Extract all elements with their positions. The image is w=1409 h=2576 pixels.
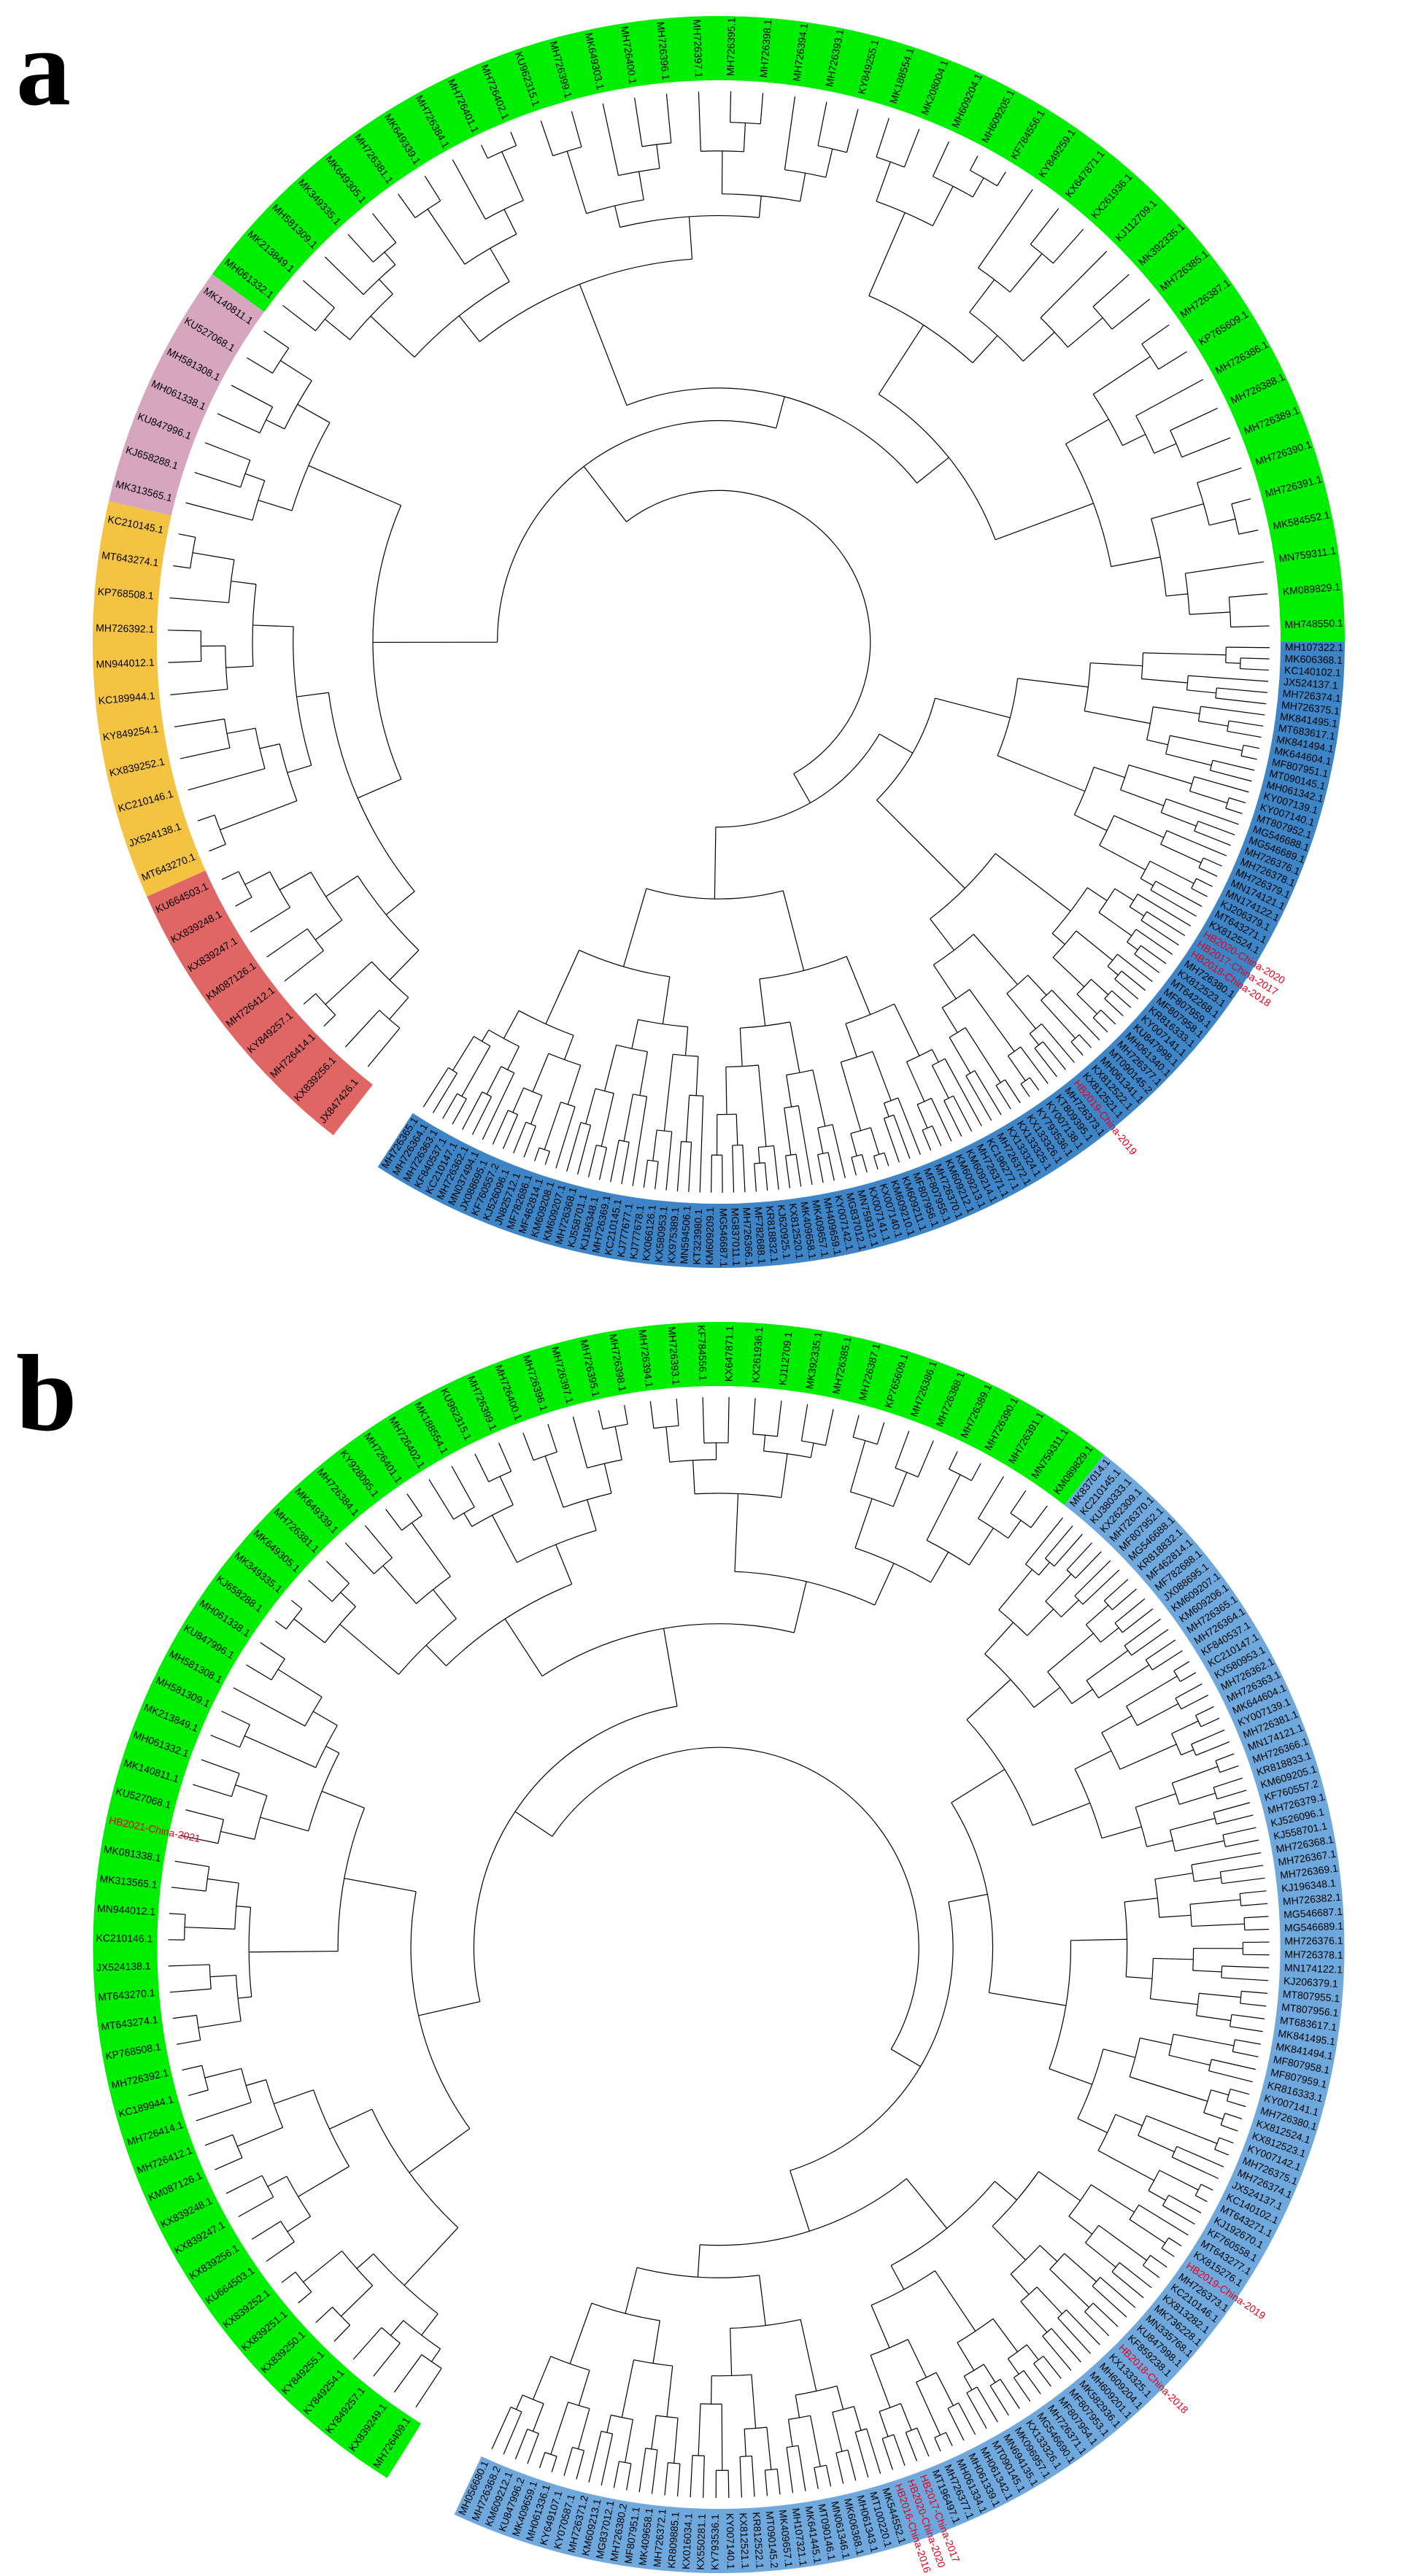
clade-band-red-clade — [147, 870, 373, 1136]
leaf-label: MG546687.1 — [1283, 1906, 1343, 1921]
leaf-label: KY793536.1 — [709, 2514, 720, 2570]
clade-bands — [93, 16, 1346, 1268]
leaf-label: KX812521.1 — [738, 2513, 752, 2569]
leaf-label: KJ196348.1 — [1281, 1877, 1336, 1895]
leaf-label: MN944012.1 — [97, 1902, 156, 1917]
leaf-label: MT807955.1 — [1282, 1988, 1340, 2005]
leaf-label: MF782688.1 — [752, 1207, 768, 1265]
leaf-label: MH726396.1 — [655, 21, 672, 81]
leaf-label: KX580953.1 — [652, 1205, 669, 1262]
leaf-label: MH748550.1 — [1284, 617, 1343, 630]
leaf-label: KT323980.1 — [691, 1209, 705, 1265]
leaf-label: KX016034.1 — [680, 2513, 695, 2569]
leaf-label: MH726393.1 — [666, 1326, 682, 1385]
leaf-label: MH726397.1 — [691, 19, 705, 78]
leaf-label: KC210146.1 — [96, 1932, 153, 1944]
leaf-label: MH726398.1 — [757, 19, 773, 78]
clade-band-blue-clade-b — [454, 1454, 1345, 2574]
leaf-label: MG837011.1 — [729, 1207, 742, 1266]
clade-band-pink-clade — [108, 274, 265, 516]
leaf-label: KR809885.1 — [665, 2511, 682, 2569]
leaf-label: JX524138.1 — [96, 1960, 151, 1973]
clade-band-orange-clade — [93, 500, 206, 897]
leaf-label: MH726395.1 — [725, 18, 738, 77]
leaf-label: MT643270.1 — [98, 1987, 156, 2003]
clade-bands — [93, 1321, 1345, 2574]
leaf-label: KC140102.1 — [1284, 664, 1342, 678]
phylogenetic-tree-a: JX847426.1KX839256.1MH726414.1KY849257.1… — [93, 16, 1346, 1268]
phylogenetic-tree-b: MH726409.1KX839249.1KY849257.1KY849254.1… — [93, 1321, 1345, 2575]
leaf-label: MN174122.1 — [1284, 1962, 1343, 1976]
leaf-label: MH726372.1 — [651, 2508, 668, 2567]
leaf-label: MK606368.1 — [1284, 653, 1343, 666]
leaf-label: MH726378.1 — [1284, 1949, 1343, 1961]
leaf-label: KX550281.1 — [695, 2513, 708, 2570]
leaf-labels: MH726409.1KX839249.1KY849257.1KY849254.1… — [96, 1325, 1343, 2575]
leaf-label: KF784556.1 — [696, 1325, 709, 1381]
panel-letter-b: b — [16, 1333, 77, 1454]
leaf-label: KR812522.1 — [751, 2512, 766, 2569]
leaf-label: JX524137.1 — [1283, 676, 1339, 691]
leaf-label: KC189944.1 — [98, 689, 155, 706]
leaf-label: MN594506.1 — [678, 1205, 692, 1264]
leaf-label: KM089829.1 — [1282, 581, 1341, 597]
leaf-label: KX261936.1 — [749, 1326, 765, 1383]
clade-band-blue-clade-a — [377, 642, 1345, 1268]
leaf-label: MN944012.1 — [96, 657, 155, 670]
panel-letter-a: a — [16, 7, 71, 128]
clade-band-green-clade — [212, 16, 1346, 643]
leaf-label: KR818832.1 — [764, 1205, 781, 1263]
tree-branches — [168, 1397, 1270, 2499]
leaf-label: MG546687.1 — [718, 1208, 730, 1267]
clade-band-green-clade — [93, 1321, 1104, 2478]
leaf-label: KX647871.1 — [722, 1326, 735, 1382]
tree-branches — [168, 91, 1270, 1193]
leaf-label: MT090145.2 — [764, 2510, 781, 2569]
leaf-label: KP768508.1 — [97, 585, 154, 601]
leaf-label: MG546689.1 — [1284, 1920, 1344, 1934]
leaf-label: KM609209.1 — [703, 1207, 716, 1265]
leaf-label: MH726376.1 — [1284, 1935, 1343, 1947]
leaf-label: MH726366.1 — [741, 1207, 755, 1266]
leaf-label: MH726382.1 — [1282, 1891, 1341, 1907]
leaf-label: MH107322.1 — [1285, 641, 1344, 654]
leaf-label: KX975389.1 — [665, 1207, 682, 1264]
leaf-label: KY007140.1 — [725, 2513, 737, 2569]
leaf-label: KJ206379.1 — [1283, 1975, 1339, 1989]
leaf-label: MH726392.1 — [96, 622, 155, 635]
leaf-label: MH726374.1 — [1282, 687, 1342, 704]
